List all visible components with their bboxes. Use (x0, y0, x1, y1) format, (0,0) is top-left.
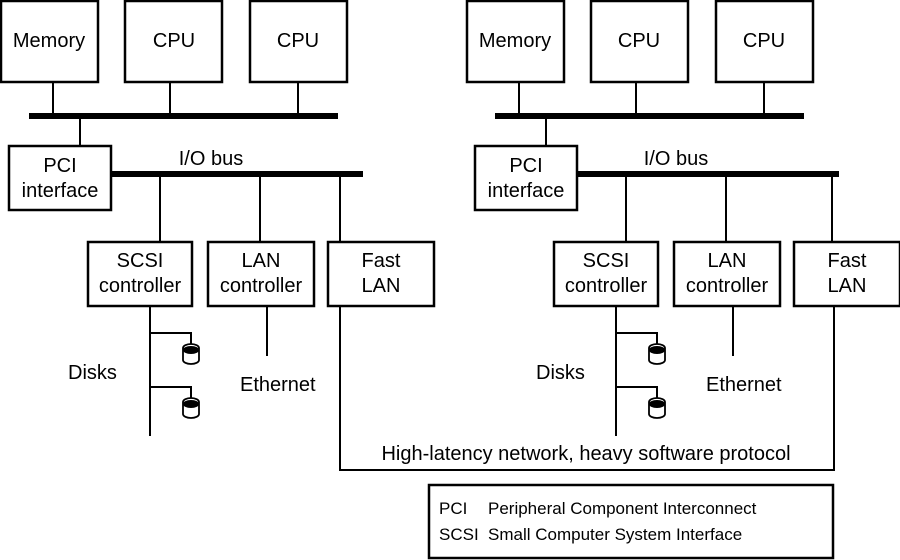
memory-label: Memory (13, 30, 85, 52)
memory-box (0, 0, 100, 84)
lan-label: controller (686, 275, 769, 297)
pci-label: PCI (509, 155, 542, 177)
fast-lan-label: Fast (362, 250, 401, 272)
cpu-label: CPU (743, 30, 785, 52)
disk-icon (182, 343, 200, 365)
lan-controller-box (672, 240, 782, 308)
cpu-label: CPU (618, 30, 660, 52)
scsi-label: SCSI (583, 250, 630, 272)
system-right: Memory CPU CPU PCI interface I/O bus SCS… (465, 0, 900, 436)
pci-label: interface (488, 180, 565, 202)
scsi-controller-box (552, 240, 660, 308)
network-label: High-latency network, heavy software pro… (381, 443, 790, 465)
memory-box (465, 0, 566, 84)
ethernet-label: Ethernet (240, 374, 316, 396)
system-left: Memory CPU CPU PCI interface I/O bus SCS… (0, 0, 436, 436)
lan-label: LAN (242, 250, 281, 272)
legend-box (427, 483, 835, 560)
fast-lan-box (792, 240, 900, 308)
high-latency-network-line (339, 307, 835, 471)
fast-lan-label: LAN (828, 275, 867, 297)
lan-label: LAN (708, 250, 747, 272)
disks-label: Disks (536, 362, 585, 384)
scsi-label: controller (99, 275, 182, 297)
ethernet-label: Ethernet (706, 374, 782, 396)
cpu-box (589, 0, 690, 84)
io-bus-label: I/O bus (179, 148, 243, 170)
fast-lan-box (326, 240, 436, 308)
cpu-label: CPU (153, 30, 195, 52)
pci-interface-box (7, 144, 113, 212)
io-bus-label: I/O bus (644, 148, 708, 170)
pci-label: interface (22, 180, 99, 202)
legend-abbr: PCI (439, 499, 467, 518)
cpu-box (123, 0, 224, 84)
scsi-label: controller (565, 275, 648, 297)
lan-controller-box (206, 240, 316, 308)
cpu-box (714, 0, 815, 84)
legend-desc: Small Computer System Interface (488, 525, 742, 544)
lan-label: controller (220, 275, 303, 297)
fast-lan-label: LAN (362, 275, 401, 297)
scsi-controller-box (86, 240, 194, 308)
pci-label: PCI (43, 155, 76, 177)
legend: PCI Peripheral Component Interconnect SC… (427, 483, 835, 560)
disk-icon (648, 397, 666, 419)
memory-label: Memory (479, 30, 551, 52)
scsi-label: SCSI (117, 250, 164, 272)
disk-icon (648, 343, 666, 365)
fast-lan-label: Fast (828, 250, 867, 272)
disks-label: Disks (68, 362, 117, 384)
cpu-label: CPU (277, 30, 319, 52)
legend-desc: Peripheral Component Interconnect (488, 499, 757, 518)
legend-abbr: SCSI (439, 525, 479, 544)
pci-interface-box (473, 144, 579, 212)
disk-icon (182, 397, 200, 419)
